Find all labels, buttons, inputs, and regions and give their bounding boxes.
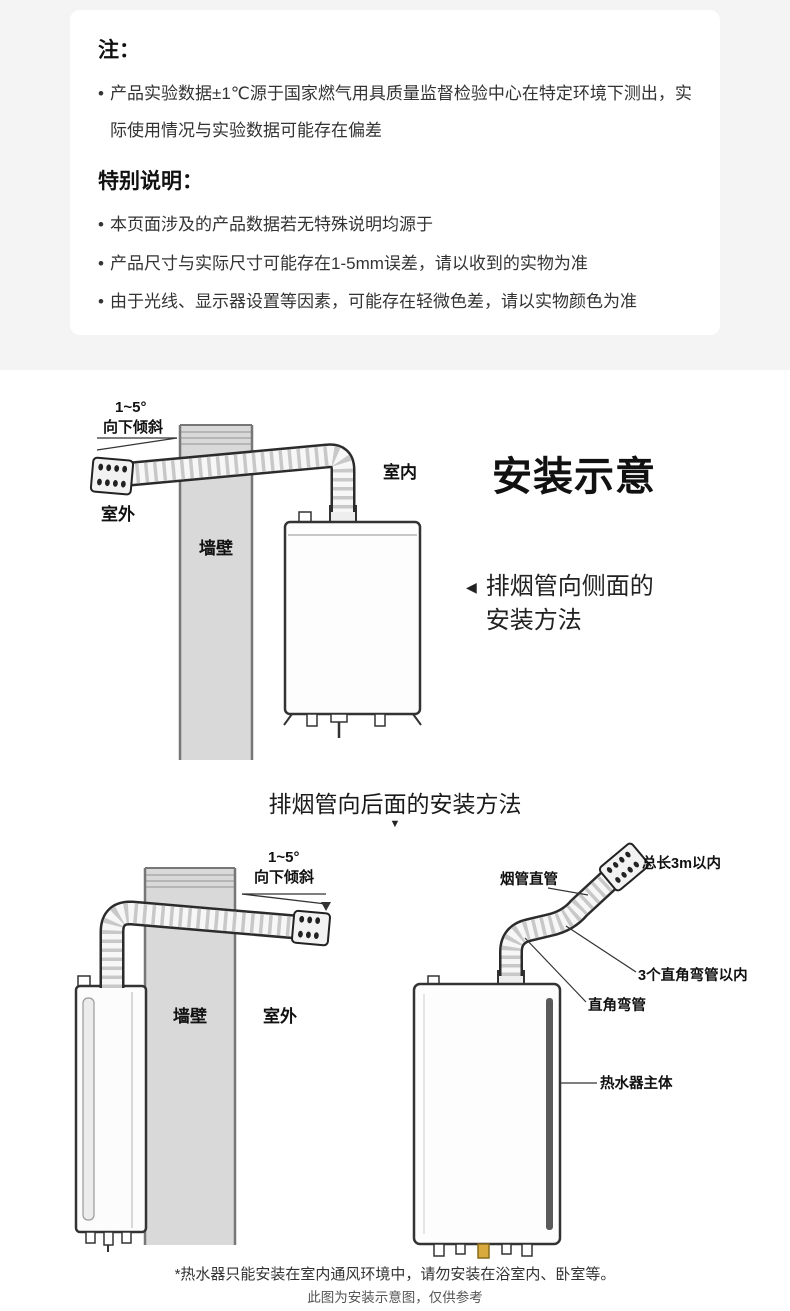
outdoor-label: 室外 <box>101 504 135 524</box>
bullet-icon: • <box>98 253 104 273</box>
notes-card: 注： • 产品实验数据±1℃源于国家燃气用具质量监督检验中心在特定环境下测出，实… <box>70 10 720 335</box>
note-item: • 本页面涉及的产品数据若无特殊说明均源于 <box>98 207 692 244</box>
straight-pipe-label: 烟管直管 <box>500 870 558 888</box>
install-title: 安装示意 <box>492 455 656 499</box>
diagram-side-install: 1~5° 向下倾斜 室外 室内 墙壁 <box>89 399 422 760</box>
note-item-text: 本页面涉及的产品数据若无特殊说明均源于 <box>110 215 433 235</box>
water-heater-graphic <box>283 505 422 738</box>
side-method-line1: 排烟管向侧面的 <box>485 573 654 600</box>
note-item: • 产品实验数据±1℃源于国家燃气用具质量监督检验中心在特定环境下测出，实际使用… <box>98 76 692 149</box>
note-item-text: 产品实验数据±1℃源于国家燃气用具质量监督检验中心在特定环境下测出，实际使用情况… <box>110 84 692 140</box>
tilt-annotation: 1~5° 向下倾斜 <box>241 849 331 911</box>
install-diagram-area: 安装示意 ◀ 排烟管向侧面的 安装方法 <box>0 370 790 1311</box>
diagram-pipe-parts: 总长3m以内 烟管直管 3个直角弯管以内 直角弯管 热水器主体 <box>412 842 748 1259</box>
footer-warning: *热水器只能安装在室内通风环境中，请勿安装在浴室内、卧室等。 <box>174 1266 616 1283</box>
elbow-label: 直角弯管 <box>588 996 646 1014</box>
tilt-degree-label: 1~5° <box>268 849 299 866</box>
pipe-terminal-graphic <box>291 909 331 947</box>
indoor-label: 室内 <box>383 462 417 482</box>
tilt-direction-label: 向下倾斜 <box>254 868 314 886</box>
bullet-icon: • <box>98 215 104 235</box>
note-item: • 产品尺寸与实际尺寸可能存在1-5mm误差，请以收到的实物为准 <box>98 246 692 283</box>
note-item-text: 产品尺寸与实际尺寸可能存在1-5mm误差，请以收到的实物为准 <box>110 253 588 273</box>
notes-area: 注： • 产品实验数据±1℃源于国家燃气用具质量监督检验中心在特定环境下测出，实… <box>0 0 790 370</box>
max-bends-label: 3个直角弯管以内 <box>638 966 748 984</box>
back-method-heading: 排烟管向后面的安装方法 <box>268 791 522 817</box>
note-item-text: 由于光线、显示器设置等因素，可能存在轻微色差，请以实物颜色为准 <box>110 292 637 312</box>
side-method-caption: ◀ 排烟管向侧面的 安装方法 <box>466 570 654 638</box>
pipe-terminal-graphic <box>598 842 650 892</box>
notes-title: 注： <box>98 39 140 62</box>
tilt-annotation: 1~5° 向下倾斜 <box>96 399 178 451</box>
side-method-line2: 安装方法 <box>485 607 582 634</box>
water-heater-graphic <box>412 970 562 1259</box>
diagram-back-install: 1~5° 向下倾斜 墙壁 室外 <box>74 849 331 1252</box>
flue-pipe-graphic <box>499 861 629 976</box>
bullet-icon: • <box>98 84 104 103</box>
note-item: • 由于光线、显示器设置等因素，可能存在轻微色差，请以实物颜色为准 <box>98 284 692 321</box>
total-length-label: 总长3m以内 <box>642 854 721 872</box>
pipe-terminal-graphic <box>89 456 135 496</box>
side-method-text: 排烟管向侧面的 安装方法 <box>486 570 654 638</box>
left-pointer-icon: ◀ <box>466 579 477 595</box>
heater-body-label: 热水器主体 <box>600 1074 673 1092</box>
bullet-icon: • <box>98 292 104 312</box>
tilt-degree-label: 1~5° <box>115 399 146 416</box>
down-arrow-icon: ▼ <box>389 818 401 830</box>
special-notes-title: 特别说明： <box>98 170 203 194</box>
callout-lines <box>524 887 637 1084</box>
tilt-direction-label: 向下倾斜 <box>103 418 163 436</box>
exhaust-pipe-graphic <box>107 443 356 512</box>
exhaust-pipe-graphic <box>99 900 310 988</box>
wall-label: 墙壁 <box>199 538 233 558</box>
footer-reference-note: 此图为安装示意图，仅供参考 <box>307 1290 483 1305</box>
wall-label: 墙壁 <box>173 1006 207 1026</box>
outdoor-label: 室外 <box>263 1006 297 1026</box>
water-heater-graphic <box>74 975 148 1252</box>
